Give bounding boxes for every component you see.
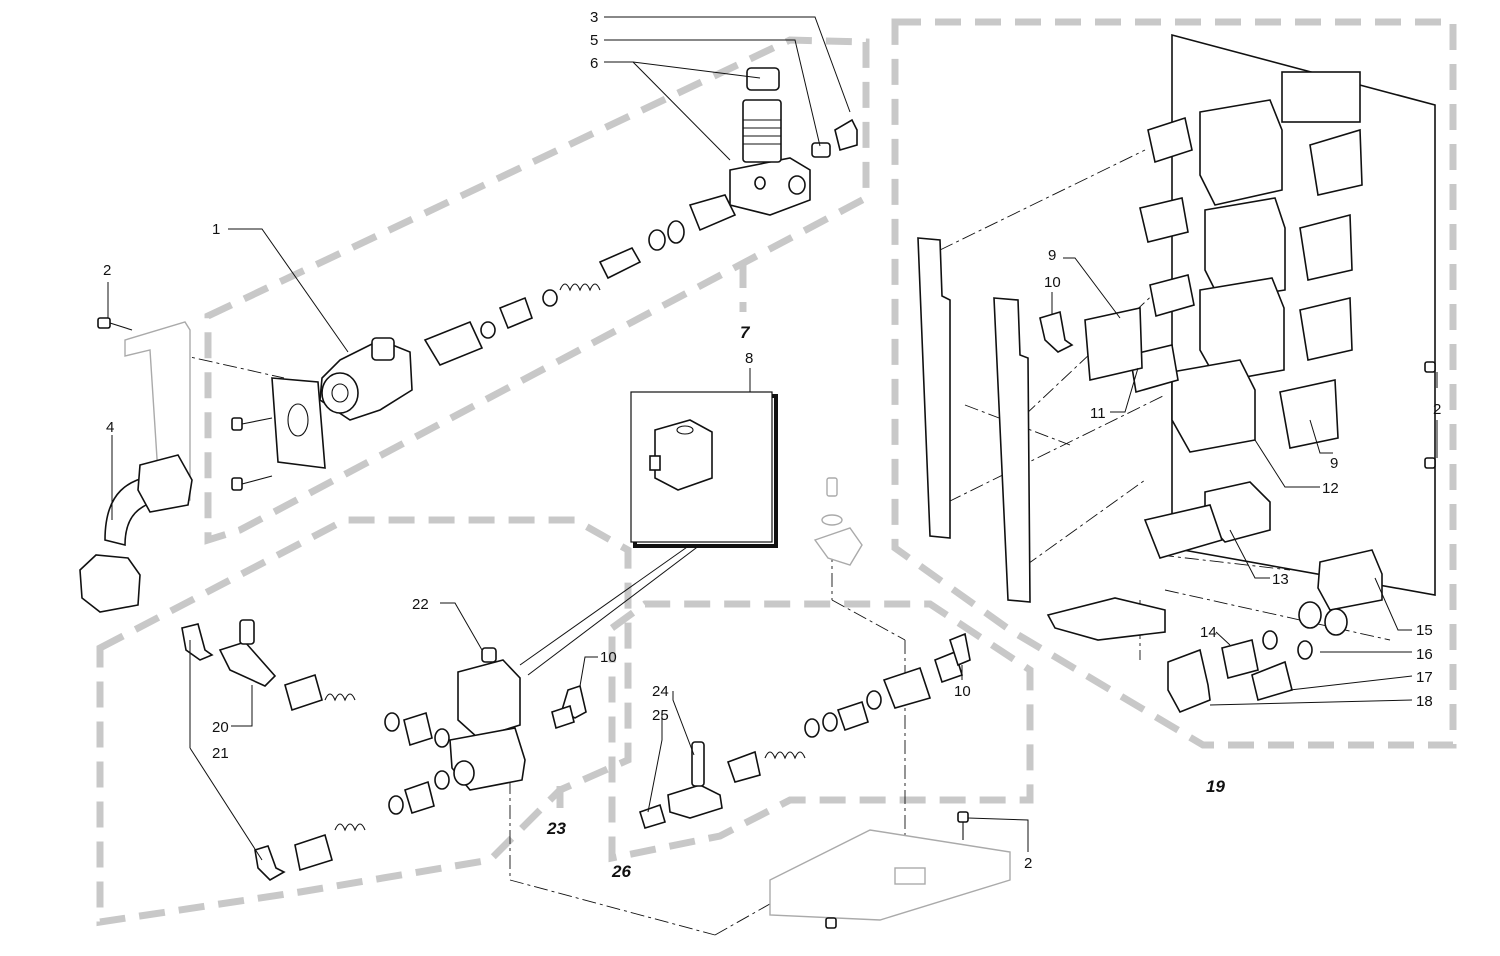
bottom-bracket-19: [1046, 597, 1166, 641]
callout-labels: 3 5 6 1 2 4 8 9 10 11 9 12 2 13 14 15 16…: [103, 9, 1441, 881]
screw-icon: [231, 417, 273, 491]
callout-10-lower: 10: [600, 649, 617, 666]
callout-3: 4: [106, 419, 114, 436]
lower-valve-assembly: [181, 619, 587, 881]
base-tray: [769, 829, 1011, 921]
callout-9-top: 9: [1048, 247, 1056, 264]
callout-4: 3: [590, 9, 598, 26]
regulator-knob: [742, 99, 782, 163]
elbow-18: [1167, 648, 1211, 714]
elbow-21-top: [181, 623, 214, 661]
strip-right: [993, 297, 1031, 603]
group-label-19: 19: [1206, 777, 1225, 796]
clamp-and-tray: [769, 477, 1011, 929]
group-label-26: 26: [611, 862, 631, 881]
callout-2-left: 2: [103, 262, 111, 279]
tee-20: [218, 641, 277, 687]
callout-21: 21: [212, 745, 229, 762]
group-label-7: 7: [740, 323, 751, 342]
o-ring-16b: [1297, 640, 1313, 660]
elbow-10-right: [1039, 310, 1074, 353]
fitting-5: [811, 142, 831, 158]
callout-20: 20: [212, 719, 229, 736]
callout-8: 8: [745, 350, 753, 367]
union-nut: [688, 194, 737, 232]
callout-25: 25: [652, 707, 669, 724]
callout-24: 24: [652, 683, 669, 700]
callout-13: 13: [1272, 571, 1289, 588]
elbow-21-bottom: [254, 845, 286, 881]
callout-5: 5: [590, 32, 598, 49]
elbow-fitting-4: [834, 118, 858, 152]
valve-bracket: [271, 377, 326, 469]
callout-22: 22: [412, 596, 429, 613]
bracket-9: [1084, 307, 1143, 381]
o-ring-16a: [1262, 630, 1278, 650]
regulator-assembly: [231, 67, 858, 491]
callout-18: 18: [1416, 693, 1433, 710]
strip-left: [917, 237, 951, 539]
callout-10-middle: 10: [954, 683, 971, 700]
manifold-panel-assembly: [917, 33, 1436, 714]
callout-9-bottom: 9: [1330, 455, 1338, 472]
inlet-elbow-assembly: [79, 317, 193, 613]
callout-6: 6: [590, 55, 598, 72]
group-label-23: 23: [546, 819, 566, 838]
callout-1: 1: [212, 221, 220, 238]
tee-outlet-assembly: [639, 632, 971, 829]
boundary-group-23: [96, 516, 632, 927]
callout-15: 15: [1416, 622, 1433, 639]
flowmeter-15: [1317, 549, 1383, 611]
tee-24: [691, 741, 705, 787]
leader-lines: [107, 16, 1438, 861]
cable-clamp: [813, 527, 863, 566]
boundary-group-19: [891, 18, 1457, 749]
boundary-group-26: [608, 600, 1034, 863]
coil-inset: [519, 391, 778, 676]
regulator-lock-nut: [746, 67, 780, 91]
elbow-10-lower: [949, 632, 971, 667]
callout-2-right: 2: [1433, 401, 1441, 418]
solenoid-stack: [1084, 99, 1363, 453]
solenoid-valve-22: [457, 659, 521, 739]
callout-12: 12: [1322, 480, 1339, 497]
fitting-14: [1221, 639, 1259, 679]
screw-2-left: [97, 317, 111, 329]
callout-14: 14: [1200, 624, 1217, 641]
callout-16: 16: [1416, 646, 1433, 663]
callout-17: 17: [1416, 669, 1433, 686]
callout-10-top: 10: [1044, 274, 1061, 291]
solenoid-coil: [654, 419, 713, 491]
callout-2-bottom: 2: [1024, 855, 1032, 872]
callout-11: 11: [1090, 405, 1106, 422]
